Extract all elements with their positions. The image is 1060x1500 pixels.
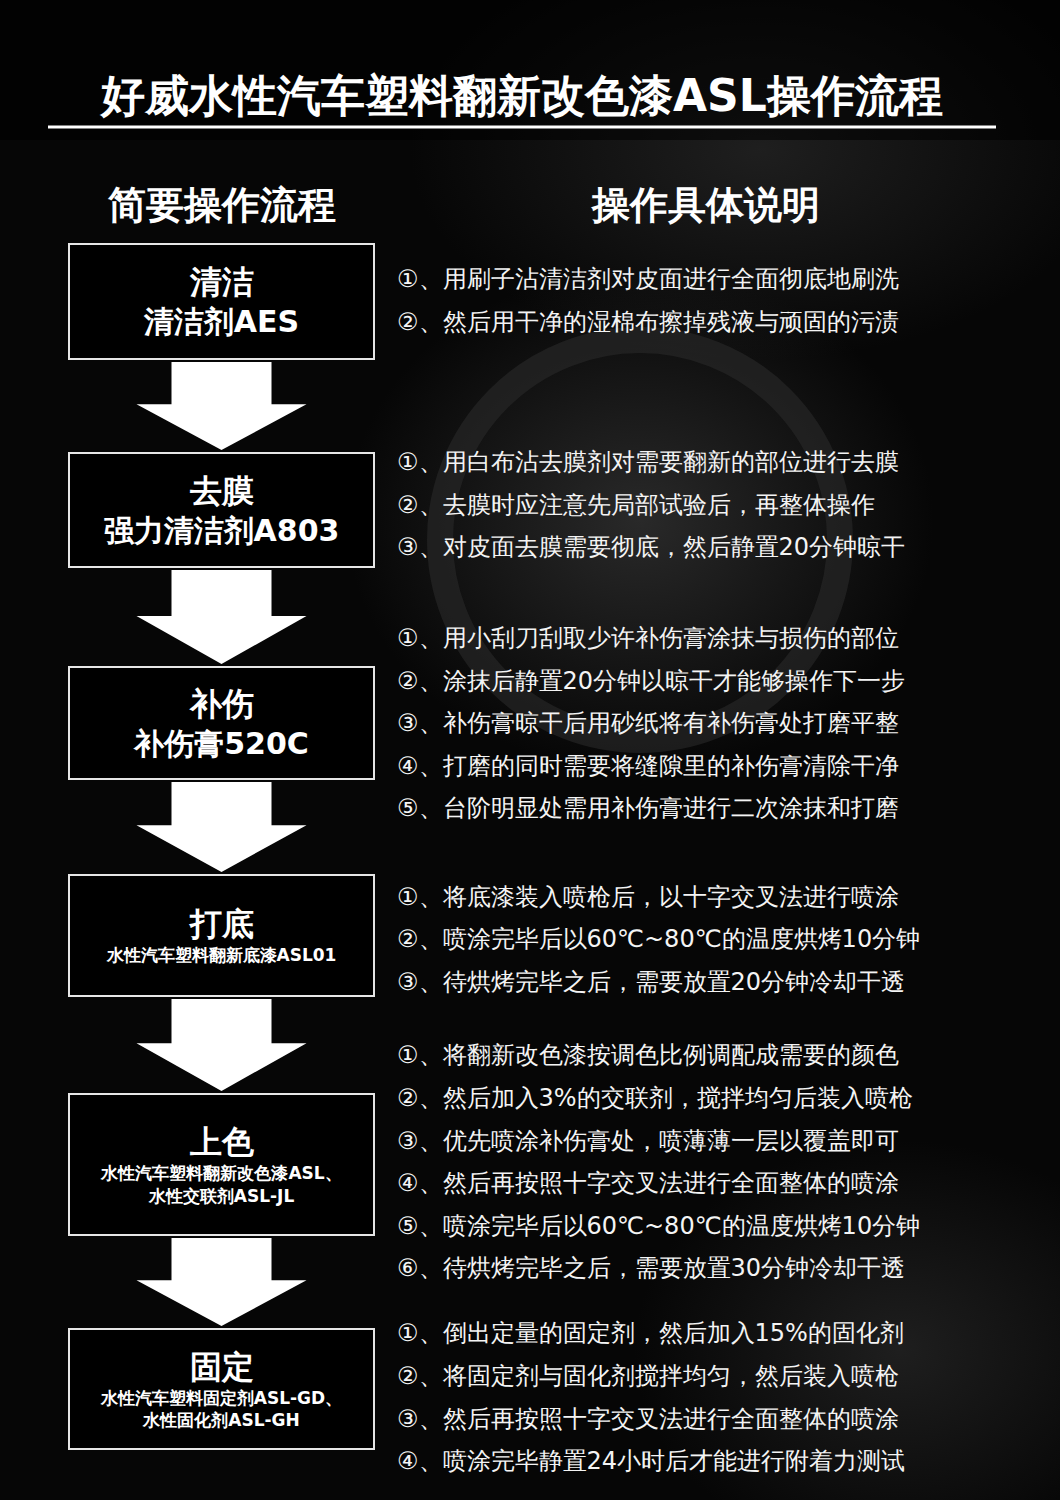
step-note: ②、喷涂完毕后以60℃~80℃的温度烘烤10分钟 xyxy=(397,923,920,955)
step-title: 上色 xyxy=(190,1122,254,1162)
process-box: 上色水性汽车塑料翻新改色漆ASL、 水性交联剂ASL-JL xyxy=(68,1093,375,1236)
step-note: ②、然后加入3%的交联剂，搅拌均匀后装入喷枪 xyxy=(397,1082,913,1114)
step-note: ②、然后用干净的湿棉布擦掉残液与顽固的污渍 xyxy=(397,306,899,338)
step-note: ⑤、台阶明显处需用补伤膏进行二次涂抹和打磨 xyxy=(397,792,899,824)
step-title: 固定 xyxy=(190,1347,254,1387)
step-note: ③、对皮面去膜需要彻底，然后静置20分钟晾干 xyxy=(397,531,905,563)
product-name: 水性汽车塑料固定剂ASL-GD、 水性固化剂ASL-GH xyxy=(76,1387,367,1431)
step-note: ①、倒出定量的固定剂，然后加入15%的固化剂 xyxy=(397,1317,904,1349)
step-note: ③、待烘烤完毕之后，需要放置20分钟冷却干透 xyxy=(397,966,905,998)
step-note: ①、用刷子沾清洁剂对皮面进行全面彻底地刷洗 xyxy=(397,263,899,295)
step-note: ④、打磨的同时需要将缝隙里的补伤膏清除干净 xyxy=(397,750,899,782)
flow-arrow xyxy=(137,782,307,872)
flow-arrow xyxy=(137,362,307,450)
diagram-title: 好威水性汽车塑料翻新改色漆ASL操作流程 xyxy=(101,67,943,126)
flow-arrow xyxy=(137,999,307,1091)
process-box: 补伤补伤膏520C xyxy=(68,666,375,780)
product-name: 水性汽车塑料翻新改色漆ASL、 水性交联剂ASL-JL xyxy=(76,1162,367,1206)
column-header: 操作具体说明 xyxy=(592,180,820,231)
step-title: 清洁 xyxy=(190,262,254,302)
step-note: ①、将底漆装入喷枪后，以十字交叉法进行喷涂 xyxy=(397,881,899,913)
step-note: ③、然后再按照十字交叉法进行全面整体的喷涂 xyxy=(397,1403,899,1435)
product-name: 强力清洁剂A803 xyxy=(104,511,340,550)
process-box: 清洁清洁剂AES xyxy=(68,243,375,360)
process-box: 打底水性汽车塑料翻新底漆ASL01 xyxy=(68,874,375,997)
step-note: ②、涂抹后静置20分钟以晾干才能够操作下一步 xyxy=(397,665,905,697)
product-name: 水性汽车塑料翻新底漆ASL01 xyxy=(107,944,337,966)
step-note: ①、将翻新改色漆按调色比例调配成需要的颜色 xyxy=(397,1039,899,1071)
process-box: 固定水性汽车塑料固定剂ASL-GD、 水性固化剂ASL-GH xyxy=(68,1328,375,1450)
step-note: ①、用小刮刀刮取少许补伤膏涂抹与损伤的部位 xyxy=(397,622,899,654)
column-header: 简要操作流程 xyxy=(108,180,336,231)
product-name: 清洁剂AES xyxy=(144,302,299,341)
step-title: 打底 xyxy=(190,904,254,944)
step-note: ⑥、待烘烤完毕之后，需要放置30分钟冷却干透 xyxy=(397,1252,905,1284)
step-note: ④、喷涂完毕静置24小时后才能进行附着力测试 xyxy=(397,1445,905,1477)
step-note: ③、补伤膏晾干后用砂纸将有补伤膏处打磨平整 xyxy=(397,707,899,739)
step-note: ②、将固定剂与固化剂搅拌均匀，然后装入喷枪 xyxy=(397,1360,899,1392)
flow-arrow xyxy=(137,570,307,664)
title-band xyxy=(0,0,1060,140)
step-note: ④、然后再按照十字交叉法进行全面整体的喷涂 xyxy=(397,1167,899,1199)
flow-arrow xyxy=(137,1238,307,1326)
step-note: ①、用白布沾去膜剂对需要翻新的部位进行去膜 xyxy=(397,446,899,478)
step-note: ②、去膜时应注意先局部试验后，再整体操作 xyxy=(397,489,875,521)
product-name: 补伤膏520C xyxy=(134,724,309,763)
process-box: 去膜强力清洁剂A803 xyxy=(68,452,375,568)
step-note: ③、优先喷涂补伤膏处，喷薄薄一层以覆盖即可 xyxy=(397,1125,899,1157)
title-underline xyxy=(48,126,996,129)
step-title: 去膜 xyxy=(190,471,254,511)
step-note: ⑤、喷涂完毕后以60℃~80℃的温度烘烤10分钟 xyxy=(397,1210,920,1242)
step-title: 补伤 xyxy=(190,684,254,724)
